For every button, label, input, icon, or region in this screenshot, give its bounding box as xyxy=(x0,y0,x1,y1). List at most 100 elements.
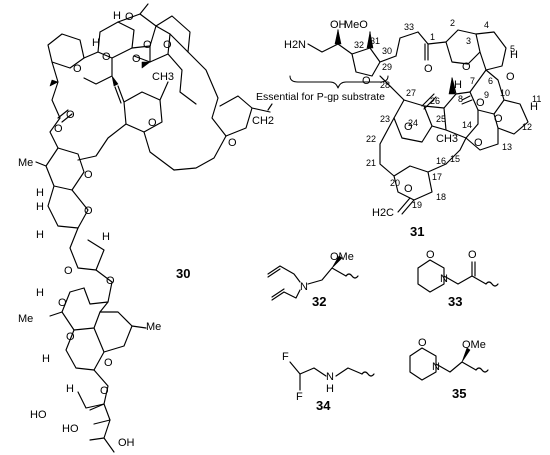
locant-33: 33 xyxy=(404,22,414,32)
locant-15: 15 xyxy=(450,154,460,164)
compound-label-33: 33 xyxy=(448,294,462,309)
atom-n: N xyxy=(300,281,308,293)
locant-10: 10 xyxy=(500,88,510,98)
atom-ome: OMe xyxy=(462,339,486,351)
atom-h: H xyxy=(92,37,100,49)
locant-21: 21 xyxy=(366,158,376,168)
atom-o: O xyxy=(143,39,152,51)
locant-30: 30 xyxy=(382,46,392,56)
structure-35 xyxy=(409,347,489,381)
atom-h: H xyxy=(36,187,44,199)
structure-33 xyxy=(417,259,499,293)
atom-ome: OMe xyxy=(330,251,354,263)
atom-ch3: CH3 xyxy=(152,71,174,83)
atom-ho: HO xyxy=(62,423,79,435)
atom-h: H xyxy=(36,229,44,241)
locant-25: 25 xyxy=(436,114,446,124)
structure-31 xyxy=(307,29,529,215)
atom-f: F xyxy=(282,351,289,363)
locant-28: 28 xyxy=(380,80,390,90)
atom-o: O xyxy=(228,137,237,149)
atom-o: O xyxy=(426,249,435,261)
locant-22: 22 xyxy=(366,134,376,144)
locant-13: 13 xyxy=(502,142,512,152)
locant-4: 4 xyxy=(484,20,489,30)
atom-h: H xyxy=(113,10,121,22)
locant-1: 1 xyxy=(430,32,435,42)
locant-5: 5 xyxy=(510,44,515,54)
atom-h2n: H2N xyxy=(284,39,306,51)
atom-n: N xyxy=(326,371,334,383)
atom-o: O xyxy=(100,385,109,397)
locant-29: 29 xyxy=(382,62,392,72)
locant-3: 3 xyxy=(466,36,471,46)
atom-ch2: CH2 xyxy=(252,115,274,127)
atom-h: H xyxy=(66,383,74,395)
atom-o: O xyxy=(468,249,477,261)
atom-o: O xyxy=(362,75,371,87)
atom-n: N xyxy=(432,361,440,373)
atom-o: O xyxy=(73,63,82,75)
atom-me: Me xyxy=(146,321,161,333)
compound-label-32: 32 xyxy=(312,294,326,309)
locant-19: 19 xyxy=(412,200,422,210)
atom-o: O xyxy=(64,265,73,277)
atom-n: N xyxy=(440,273,448,285)
locant-2: 2 xyxy=(450,18,455,28)
locant-20: 20 xyxy=(390,178,400,188)
locant-12: 12 xyxy=(522,122,532,132)
atom-ho: HO xyxy=(30,409,47,421)
locant-11: 11 xyxy=(532,94,541,104)
atom-h: H xyxy=(102,231,110,243)
locant-31: 31 xyxy=(370,36,380,46)
locant-8: 8 xyxy=(458,94,463,104)
atom-o: O xyxy=(104,357,113,369)
atom-ch3: CH3 xyxy=(436,133,458,145)
locant-7: 7 xyxy=(470,76,475,86)
atom-o: O xyxy=(494,113,503,125)
atom-h: H xyxy=(36,287,44,299)
atom-me: Me xyxy=(18,157,33,169)
atom-o: O xyxy=(132,53,141,65)
structure-34 xyxy=(289,361,375,391)
atom-o: O xyxy=(58,297,67,309)
atom-me: Me xyxy=(18,313,33,325)
atom-o: O xyxy=(148,117,157,129)
compound-label-34: 34 xyxy=(316,398,331,413)
compound-label-35: 35 xyxy=(452,386,466,401)
atom-o: O xyxy=(404,183,413,195)
locant-24: 24 xyxy=(408,118,418,128)
brace-annotation xyxy=(289,75,389,89)
locant-16: 16 xyxy=(436,156,446,166)
atom-o: O xyxy=(163,39,172,51)
compound-label-30: 30 xyxy=(176,266,190,281)
annotation-text: Essential for P-gp substrate xyxy=(256,91,385,103)
atom-o: O xyxy=(418,337,427,349)
atom-o: O xyxy=(66,331,75,343)
atom-h: H xyxy=(326,383,334,395)
atom-o: O xyxy=(506,71,515,83)
structure-30 xyxy=(35,3,273,453)
atom-h: H xyxy=(510,49,518,61)
atom-o: O xyxy=(84,205,93,217)
atom-o: O xyxy=(66,109,75,121)
atom-h: H xyxy=(42,353,50,365)
locant-23: 23 xyxy=(380,114,390,124)
atom-o: O xyxy=(404,121,413,133)
locant-9: 9 xyxy=(484,90,489,100)
atom-h: H xyxy=(530,101,538,113)
atom-o: O xyxy=(476,97,485,109)
atom-o: O xyxy=(54,123,63,135)
locant-17: 17 xyxy=(432,172,442,182)
atom-o: O xyxy=(462,61,471,73)
structure-32 xyxy=(267,255,359,301)
locant-6: 6 xyxy=(488,76,493,86)
locant-18: 18 xyxy=(436,192,446,202)
atom-o: O xyxy=(125,11,134,23)
atom-h2c: H2C xyxy=(372,207,394,219)
locant-32: 32 xyxy=(354,40,364,50)
atom-oh: OH xyxy=(118,437,135,449)
atom-meo: MeO xyxy=(344,19,368,31)
atom-o: O xyxy=(424,63,433,75)
atom-f: F xyxy=(296,391,303,403)
